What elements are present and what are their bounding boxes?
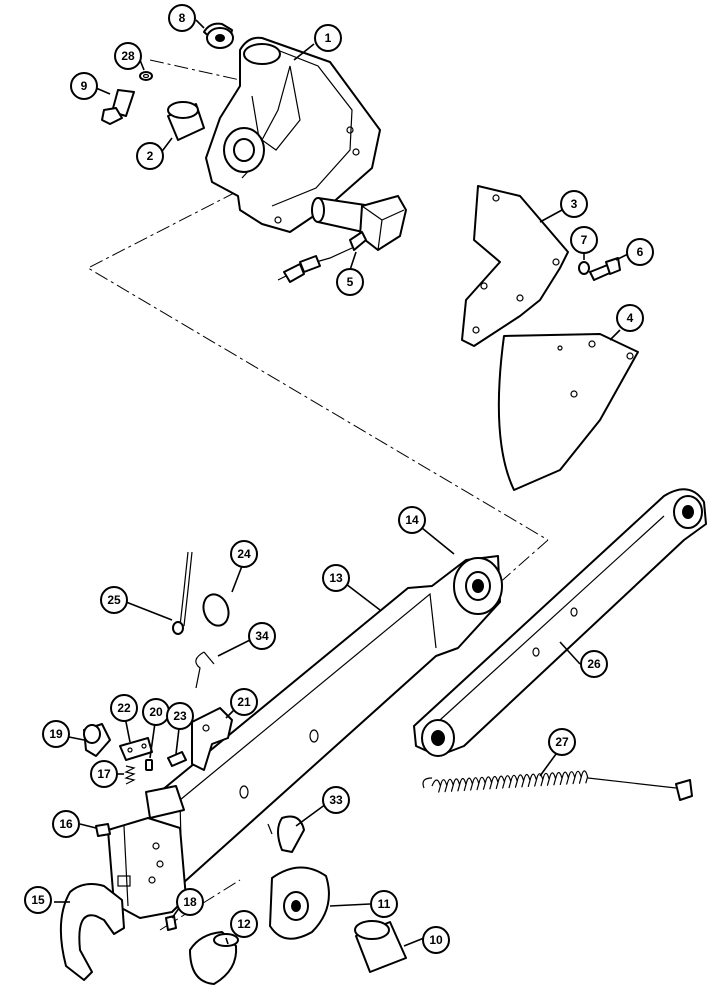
callout-3-label: 3 — [571, 197, 578, 211]
callout-25: 25 — [100, 586, 128, 614]
callout-5: 5 — [336, 268, 364, 296]
callout-2-label: 2 — [147, 149, 154, 163]
callout-12: 12 — [230, 910, 258, 938]
callout-14: 14 — [398, 506, 426, 534]
part-27-spring — [422, 770, 693, 801]
part-9-bolt — [101, 89, 135, 125]
callout-2: 2 — [136, 142, 164, 170]
callout-8-label: 8 — [179, 11, 186, 25]
part-10-sleeve — [354, 920, 407, 973]
callout-27: 27 — [548, 728, 576, 756]
callout-19-label: 19 — [49, 727, 63, 741]
part-34-r-clip — [195, 651, 215, 689]
part-8-bush — [203, 22, 234, 49]
part-3-bracket-plate — [461, 185, 569, 347]
callout-23-label: 23 — [173, 709, 187, 723]
part-22-latch-plate — [119, 737, 153, 761]
part-25-check-chain — [172, 551, 193, 635]
callout-28: 28 — [114, 42, 142, 70]
part-1-lift-bracket — [205, 36, 407, 251]
part-18-spring-pin — [165, 915, 177, 931]
part-26-top-link — [413, 488, 707, 757]
part-16-roll-pin — [95, 823, 111, 837]
callout-7: 7 — [570, 226, 598, 254]
callout-6: 6 — [626, 238, 654, 266]
callout-11-label: 11 — [378, 897, 391, 911]
callout-17-label: 17 — [97, 767, 111, 781]
part-23-dowel — [167, 751, 187, 767]
callout-14-label: 14 — [405, 513, 419, 527]
callout-19: 19 — [42, 720, 70, 748]
part-6-bolt — [589, 257, 621, 281]
part-4-shield-plate — [497, 333, 639, 491]
callout-25-label: 25 — [107, 593, 121, 607]
callout-21-label: 21 — [237, 695, 251, 709]
callout-24: 24 — [230, 540, 258, 568]
callout-28-label: 28 — [121, 49, 135, 63]
callout-34: 34 — [248, 622, 276, 650]
callout-11: 11 — [370, 890, 398, 918]
callout-26: 26 — [580, 650, 608, 678]
part-24-snap-ring — [202, 593, 230, 627]
callout-15: 15 — [24, 886, 52, 914]
callout-6-label: 6 — [637, 245, 644, 259]
callout-5-label: 5 — [347, 275, 354, 289]
callout-13: 13 — [322, 564, 350, 592]
callout-17: 17 — [90, 760, 118, 788]
callout-16: 16 — [52, 810, 80, 838]
part-20-pin — [145, 759, 153, 771]
callout-13-label: 13 — [329, 571, 343, 585]
callout-26-label: 26 — [587, 657, 601, 671]
callout-12-label: 12 — [237, 917, 251, 931]
callout-9-label: 9 — [81, 79, 88, 93]
callout-22-label: 22 — [117, 701, 131, 715]
callout-4-label: 4 — [627, 311, 634, 325]
callout-3: 3 — [560, 190, 588, 218]
callout-9: 9 — [70, 72, 98, 100]
callout-24-label: 24 — [237, 547, 251, 561]
callout-33: 33 — [322, 786, 350, 814]
spring-coil-path — [431, 770, 589, 793]
callout-23: 23 — [166, 702, 194, 730]
callout-8: 8 — [168, 4, 196, 32]
part-2-spacer — [167, 101, 205, 141]
callout-20-label: 20 — [149, 705, 163, 719]
callout-1: 1 — [314, 24, 342, 52]
callout-22: 22 — [110, 694, 138, 722]
callout-18: 18 — [176, 888, 204, 916]
callout-10-label: 10 — [429, 933, 443, 947]
part-33-linch-pin — [267, 815, 305, 853]
callout-15-label: 15 — [31, 893, 45, 907]
part-12-ball — [189, 931, 239, 985]
callout-33-label: 33 — [329, 793, 343, 807]
part-19-knob — [83, 723, 111, 757]
callout-7-label: 7 — [581, 233, 588, 247]
part-11-ball-end — [269, 866, 330, 940]
callout-34-label: 34 — [255, 629, 269, 643]
callout-4: 4 — [616, 304, 644, 332]
callout-18-label: 18 — [183, 895, 197, 909]
callout-27-label: 27 — [555, 735, 569, 749]
callout-10: 10 — [422, 926, 450, 954]
part-21-latch — [191, 707, 233, 771]
callout-16-label: 16 — [59, 817, 73, 831]
part-5-sensor-lead — [277, 231, 367, 283]
callout-20: 20 — [142, 698, 170, 726]
part-28-washer — [139, 71, 153, 81]
callout-1-label: 1 — [325, 31, 332, 45]
part-15-hook — [59, 883, 125, 981]
callout-21: 21 — [230, 688, 258, 716]
part-7-washer — [578, 261, 590, 275]
part-17-latch-spring — [124, 765, 136, 785]
